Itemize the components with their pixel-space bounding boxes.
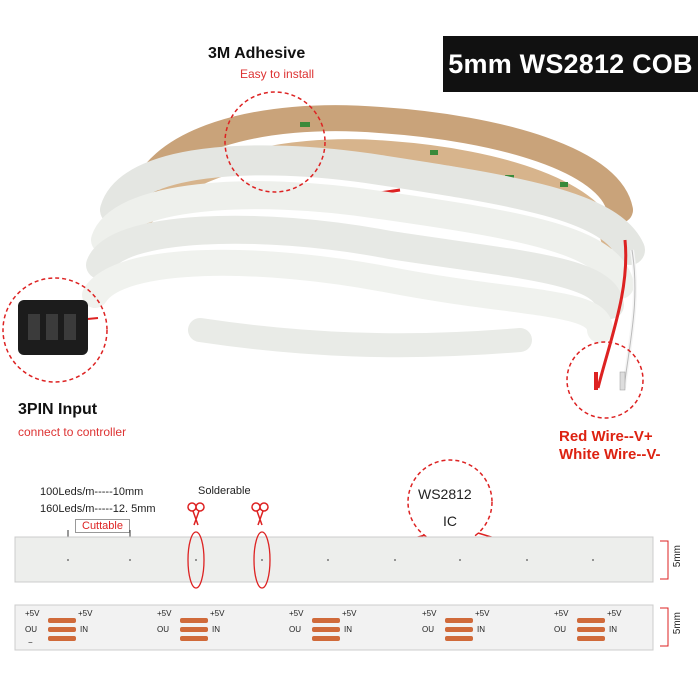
- pad-in-label: IN: [80, 625, 88, 634]
- spec-diagram: [14, 459, 669, 651]
- copper-pads: [48, 618, 605, 641]
- pad-in-label: IN: [477, 625, 485, 634]
- adhesive-callout-circle: [224, 91, 326, 193]
- width-label-bottom: 5mm: [672, 612, 683, 635]
- adhesive-sublabel: Easy to install: [240, 67, 315, 81]
- red-wire-label: Red Wire--V+: [559, 428, 653, 445]
- connector-callout-circle: [2, 277, 108, 383]
- pad-plus-label: +5V: [157, 609, 172, 618]
- product-title: 5mm WS2812 COB: [443, 36, 698, 92]
- input-sublabel: connect to controller: [18, 425, 127, 439]
- pad-out-label: OU: [289, 625, 301, 634]
- wire-callout-circle: [566, 341, 644, 419]
- pad-plus-label: +5V: [342, 609, 357, 618]
- pad-in-label: IN: [212, 625, 220, 634]
- ic-callout-circle: [407, 459, 493, 545]
- cob-strip-front: [14, 536, 654, 583]
- density-line-1: 100Leds/m-----10mm: [40, 486, 144, 498]
- pad-out-label: OU: [554, 625, 566, 634]
- pad-out-label: OU: [25, 625, 37, 634]
- density-line-2: 160Leds/m-----12. 5mm: [40, 503, 156, 515]
- white-wire-label: White Wire--V-: [559, 446, 661, 463]
- 3pin-connector-icon: [18, 300, 88, 355]
- pad-plus-label: +5V: [25, 609, 40, 618]
- width-label-top: 5mm: [672, 545, 683, 568]
- pad-minus-label: −: [28, 638, 33, 647]
- pad-plus-label: +5V: [289, 609, 304, 618]
- pad-plus-label: +5V: [554, 609, 569, 618]
- ic-name: WS2812: [418, 486, 472, 502]
- pad-out-label: OU: [157, 625, 169, 634]
- cuttable-label: Cuttable: [75, 519, 130, 533]
- pad-in-label: IN: [344, 625, 352, 634]
- pad-plus-label: +5V: [422, 609, 437, 618]
- pad-plus-label: +5V: [607, 609, 622, 618]
- input-label: 3PIN Input: [18, 401, 98, 418]
- scissors-icon: [187, 502, 269, 526]
- adhesive-label: 3M Adhesive: [208, 45, 306, 62]
- ic-label: IC: [443, 513, 457, 529]
- pad-out-label: OU: [422, 625, 434, 634]
- pad-plus-label: +5V: [210, 609, 225, 618]
- solderable-label: Solderable: [198, 485, 251, 497]
- strip-coils: [82, 145, 645, 358]
- pad-plus-label: +5V: [78, 609, 93, 618]
- led-strip-reel-photo: [2, 91, 645, 419]
- pad-in-label: IN: [609, 625, 617, 634]
- pad-plus-label: +5V: [475, 609, 490, 618]
